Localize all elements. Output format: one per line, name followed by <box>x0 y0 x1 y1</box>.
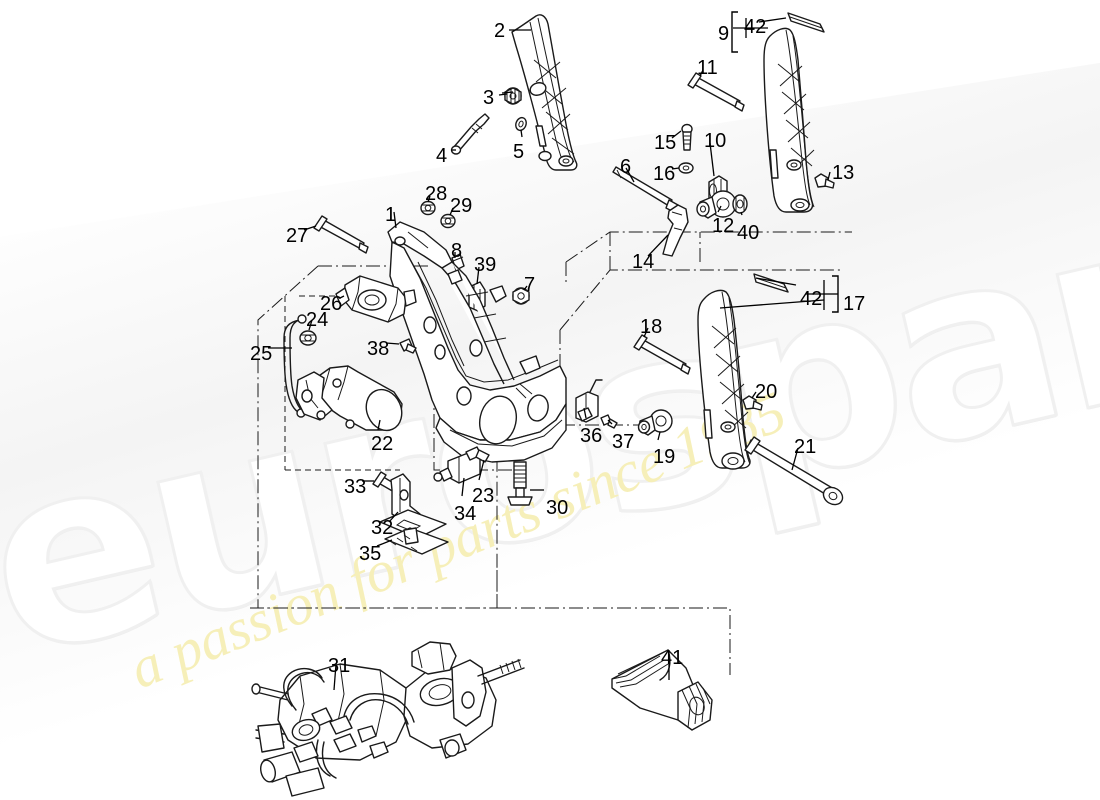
group-brackets <box>731 11 839 313</box>
part-21-pivot-bolt <box>744 436 844 506</box>
callout-5[interactable]: 5 <box>513 141 525 163</box>
callout-22[interactable]: 22 <box>371 433 394 455</box>
callout-9[interactable]: 9 <box>718 23 730 45</box>
part-15-ball-pin <box>681 123 693 151</box>
callout-26[interactable]: 26 <box>320 293 343 315</box>
callout-15[interactable]: 15 <box>654 132 677 154</box>
part-11-bolt <box>687 72 745 112</box>
callout-1[interactable]: 1 <box>385 204 397 226</box>
callout-35[interactable]: 35 <box>359 543 382 565</box>
part-26-brake-light-switch <box>335 275 417 323</box>
part-4-clevis-pin <box>450 113 490 155</box>
part-29-nut <box>440 213 456 229</box>
callout-7[interactable]: 7 <box>524 274 536 296</box>
callout-27[interactable]: 27 <box>286 225 309 247</box>
part-37-screw <box>600 414 618 429</box>
callout-30[interactable]: 30 <box>546 497 569 519</box>
callout-18[interactable]: 18 <box>640 316 663 338</box>
part-2-brake-pedal <box>511 14 578 171</box>
part-18-bolt <box>633 334 691 375</box>
assembly-group-frames <box>250 231 852 675</box>
callout-24[interactable]: 24 <box>306 309 329 331</box>
part-32-bracket <box>379 473 447 539</box>
part-9-clutch-pedal <box>763 27 815 213</box>
callout-33[interactable]: 33 <box>344 476 367 498</box>
part-38-screw <box>399 338 417 354</box>
callout-28[interactable]: 28 <box>425 183 448 205</box>
callout-21[interactable]: 21 <box>794 436 817 458</box>
part-13-bolt <box>814 173 835 189</box>
callout-12[interactable]: 12 <box>712 215 735 237</box>
part-17-accelerator-pedal <box>697 289 751 470</box>
callout-8[interactable]: 8 <box>451 240 463 262</box>
callout-36[interactable]: 36 <box>580 425 603 447</box>
callout-10[interactable]: 10 <box>704 130 727 152</box>
callout-2[interactable]: 2 <box>494 20 506 42</box>
part-24-nut <box>299 330 317 346</box>
part-5-retaining-ring <box>515 116 527 132</box>
part-3-bushing <box>504 87 522 105</box>
callout-23[interactable]: 23 <box>472 485 495 507</box>
callout-38[interactable]: 38 <box>367 338 390 360</box>
part-34-switch <box>433 452 481 484</box>
part-25-cable <box>283 314 307 418</box>
part-16-washer <box>678 162 694 174</box>
part-40-bushing <box>732 194 748 214</box>
part-35-gasket <box>384 527 449 555</box>
part-22-actuator <box>295 365 403 432</box>
callout-19[interactable]: 19 <box>653 446 676 468</box>
callout-39[interactable]: 39 <box>474 254 497 276</box>
part-1-pedal-bracket <box>387 221 567 463</box>
part-14-lever <box>662 204 689 257</box>
callout-42a[interactable]: 42 <box>744 16 767 38</box>
part-27-bolt <box>313 215 369 254</box>
callout-31[interactable]: 31 <box>328 655 351 677</box>
callout-11[interactable]: 11 <box>697 57 718 79</box>
callout-14[interactable]: 14 <box>632 251 655 273</box>
part-36-sensor <box>575 379 603 423</box>
callout-4[interactable]: 4 <box>436 145 448 167</box>
part-31-master-cylinder <box>251 641 525 797</box>
callout-40[interactable]: 40 <box>737 222 760 244</box>
part-42-pedal-pad-upper <box>787 12 825 33</box>
part-20-bolt <box>742 395 763 411</box>
callout-16[interactable]: 16 <box>653 163 676 185</box>
part-7-bushing <box>512 287 530 305</box>
part-23-screw <box>465 446 490 463</box>
callout-29[interactable]: 29 <box>450 195 473 217</box>
callout-3[interactable]: 3 <box>483 87 495 109</box>
callout-13[interactable]: 13 <box>832 162 855 184</box>
callout-34[interactable]: 34 <box>454 503 477 525</box>
callout-17[interactable]: 17 <box>843 293 866 315</box>
callout-42b[interactable]: 42 <box>800 288 823 310</box>
part-12-link <box>696 190 737 219</box>
callout-41[interactable]: 41 <box>661 647 684 669</box>
callout-20[interactable]: 20 <box>755 381 778 403</box>
callout-25[interactable]: 25 <box>250 343 273 365</box>
part-30-screw <box>507 461 533 506</box>
part-19-link <box>637 409 673 436</box>
callout-37[interactable]: 37 <box>612 431 635 453</box>
callout-32[interactable]: 32 <box>371 517 394 539</box>
callout-6[interactable]: 6 <box>620 156 632 178</box>
leader-lines <box>268 17 838 691</box>
